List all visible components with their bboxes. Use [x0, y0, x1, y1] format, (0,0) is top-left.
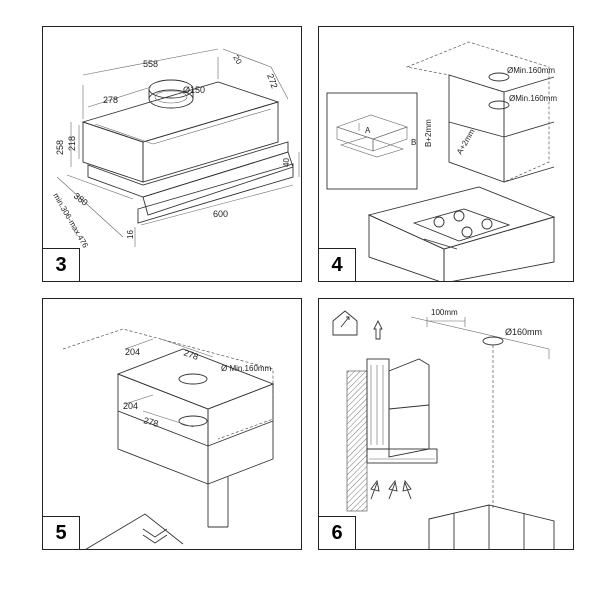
panel-number-6: 6 [319, 516, 356, 549]
dim-218: 218 [67, 136, 77, 151]
panel-4-drawing: A B ØMin.160mm ØMin.160mm B+2mm A+2mm [326, 41, 557, 281]
top-204: 204 [125, 347, 140, 357]
dim-258: 258 [55, 140, 65, 155]
dim-20: 20 [231, 54, 244, 67]
panel-5-drawing: 204 278 Ø Min.160mm 204 278 [62, 328, 275, 549]
panel-6: 100mm Ø160mm 6 [318, 298, 574, 550]
dim-dia150: Ø150 [183, 85, 205, 95]
dim-16: 16 [126, 230, 135, 239]
panel-4: A B ØMin.160mm ØMin.160mm B+2mm A+2mm 4 [318, 26, 574, 282]
panel-3-drawing: 558 278 272 20 Ø150 258 218 380 min.306-… [51, 48, 300, 250]
b-plus-2mm: B+2mm [424, 119, 433, 147]
min-160-top: ØMin.160mm [507, 66, 555, 75]
dim-272: 272 [265, 72, 280, 90]
panel-number-3: 3 [43, 248, 80, 281]
panel-6-drawing: 100mm Ø160mm [332, 308, 555, 549]
bottom-204: 204 [123, 401, 138, 411]
bottom-278: 278 [142, 415, 159, 429]
a-plus-2mm: A+2mm [455, 127, 477, 156]
dim-600: 600 [213, 209, 228, 219]
panel-3: 558 278 272 20 Ø150 258 218 380 min.306-… [42, 26, 302, 282]
panel-number-5: 5 [43, 516, 80, 549]
dim-40: 40 [282, 158, 291, 167]
dim-dia160mm: Ø160mm [505, 327, 542, 337]
dim-558: 558 [143, 59, 158, 69]
panel-number-4: 4 [319, 248, 356, 281]
dim-278: 278 [103, 95, 118, 105]
dim-100mm: 100mm [431, 308, 458, 317]
inset-b-label: B [411, 138, 416, 147]
min-160: Ø Min.160mm [221, 364, 272, 373]
panel-5: 204 278 Ø Min.160mm 204 278 5 [42, 298, 302, 550]
min-160-bottom: ØMin.160mm [509, 94, 557, 103]
top-278: 278 [182, 347, 200, 362]
inset-a-label: A [365, 126, 371, 135]
